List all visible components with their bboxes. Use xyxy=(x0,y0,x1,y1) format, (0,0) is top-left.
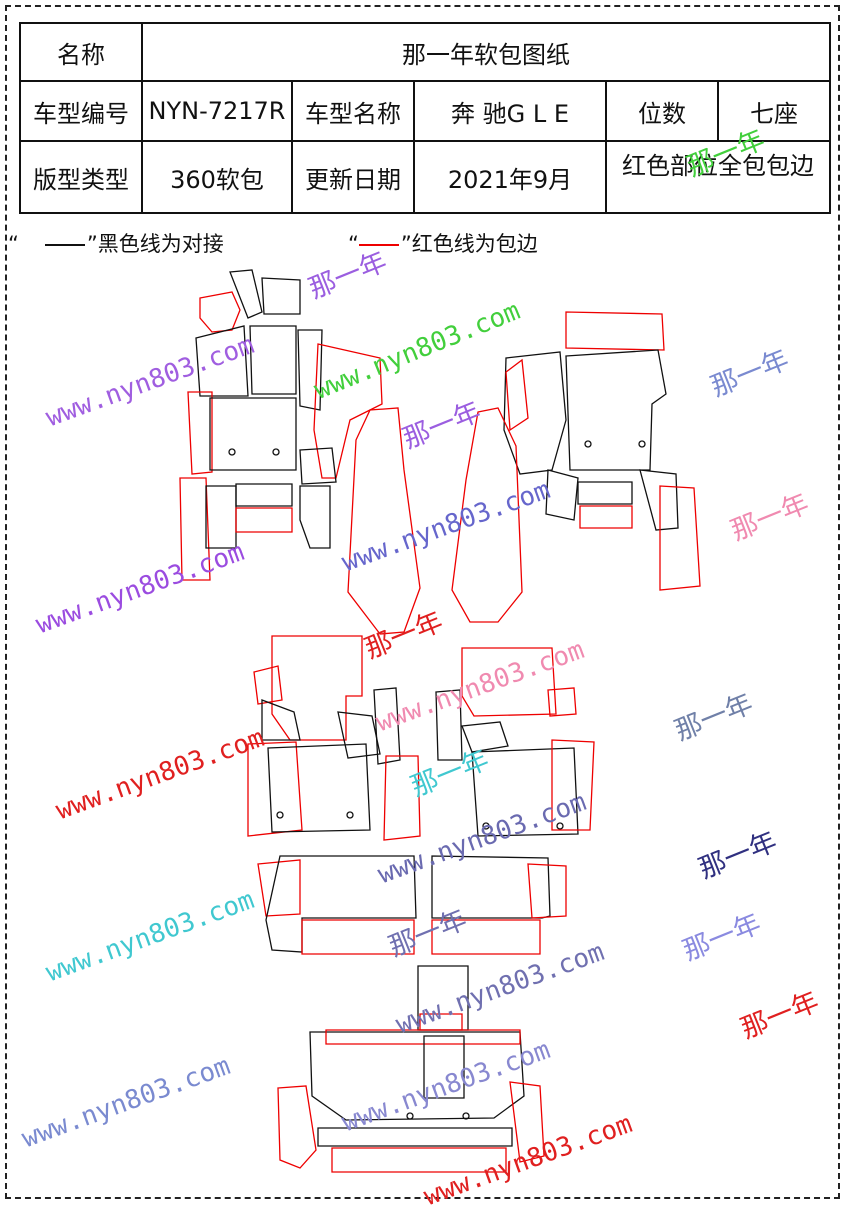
legend-red: “”红色线为包边 xyxy=(348,232,538,256)
model-code-value: NYN-7217R xyxy=(141,80,293,142)
pattern-type-value: 360软包 xyxy=(141,140,293,214)
red-line-swatch xyxy=(358,244,399,246)
update-label: 更新日期 xyxy=(291,140,415,214)
pattern-type-label: 版型类型 xyxy=(19,140,143,214)
drawing-title: 那一年软包图纸 xyxy=(141,22,831,82)
legend-red-text: 红色线为包边 xyxy=(411,232,538,256)
model-code-label: 车型编号 xyxy=(19,80,143,142)
spec-table: 名称 那一年软包图纸 车型编号 NYN-7217R 车型名称 奔 驰G L E … xyxy=(19,22,831,214)
second-row-pieces xyxy=(247,635,595,841)
front-left-floor-pieces xyxy=(179,269,383,581)
front-side-strips xyxy=(347,407,523,635)
legend-black-text: 黑色线为对接 xyxy=(97,232,224,256)
front-right-floor-pieces xyxy=(503,311,701,591)
third-row-pieces xyxy=(277,965,545,1173)
update-date-value: 2021年9月 xyxy=(413,140,607,214)
model-name-label: 车型名称 xyxy=(291,80,415,142)
red-edge-note: 红色部位全包包边 xyxy=(605,140,831,214)
line-legend: “”黑色线为对接 “”红色线为包边 xyxy=(8,228,708,258)
legend-black: “”黑色线为对接 xyxy=(8,232,224,256)
seats-label: 位数 xyxy=(605,80,719,142)
page-border xyxy=(5,5,840,1199)
second-row-rear-pieces xyxy=(257,855,567,955)
seats-value: 七座 xyxy=(717,80,831,142)
model-name-value: 奔 驰G L E xyxy=(413,80,607,142)
name-label: 名称 xyxy=(19,22,143,82)
black-line-swatch xyxy=(44,244,85,246)
